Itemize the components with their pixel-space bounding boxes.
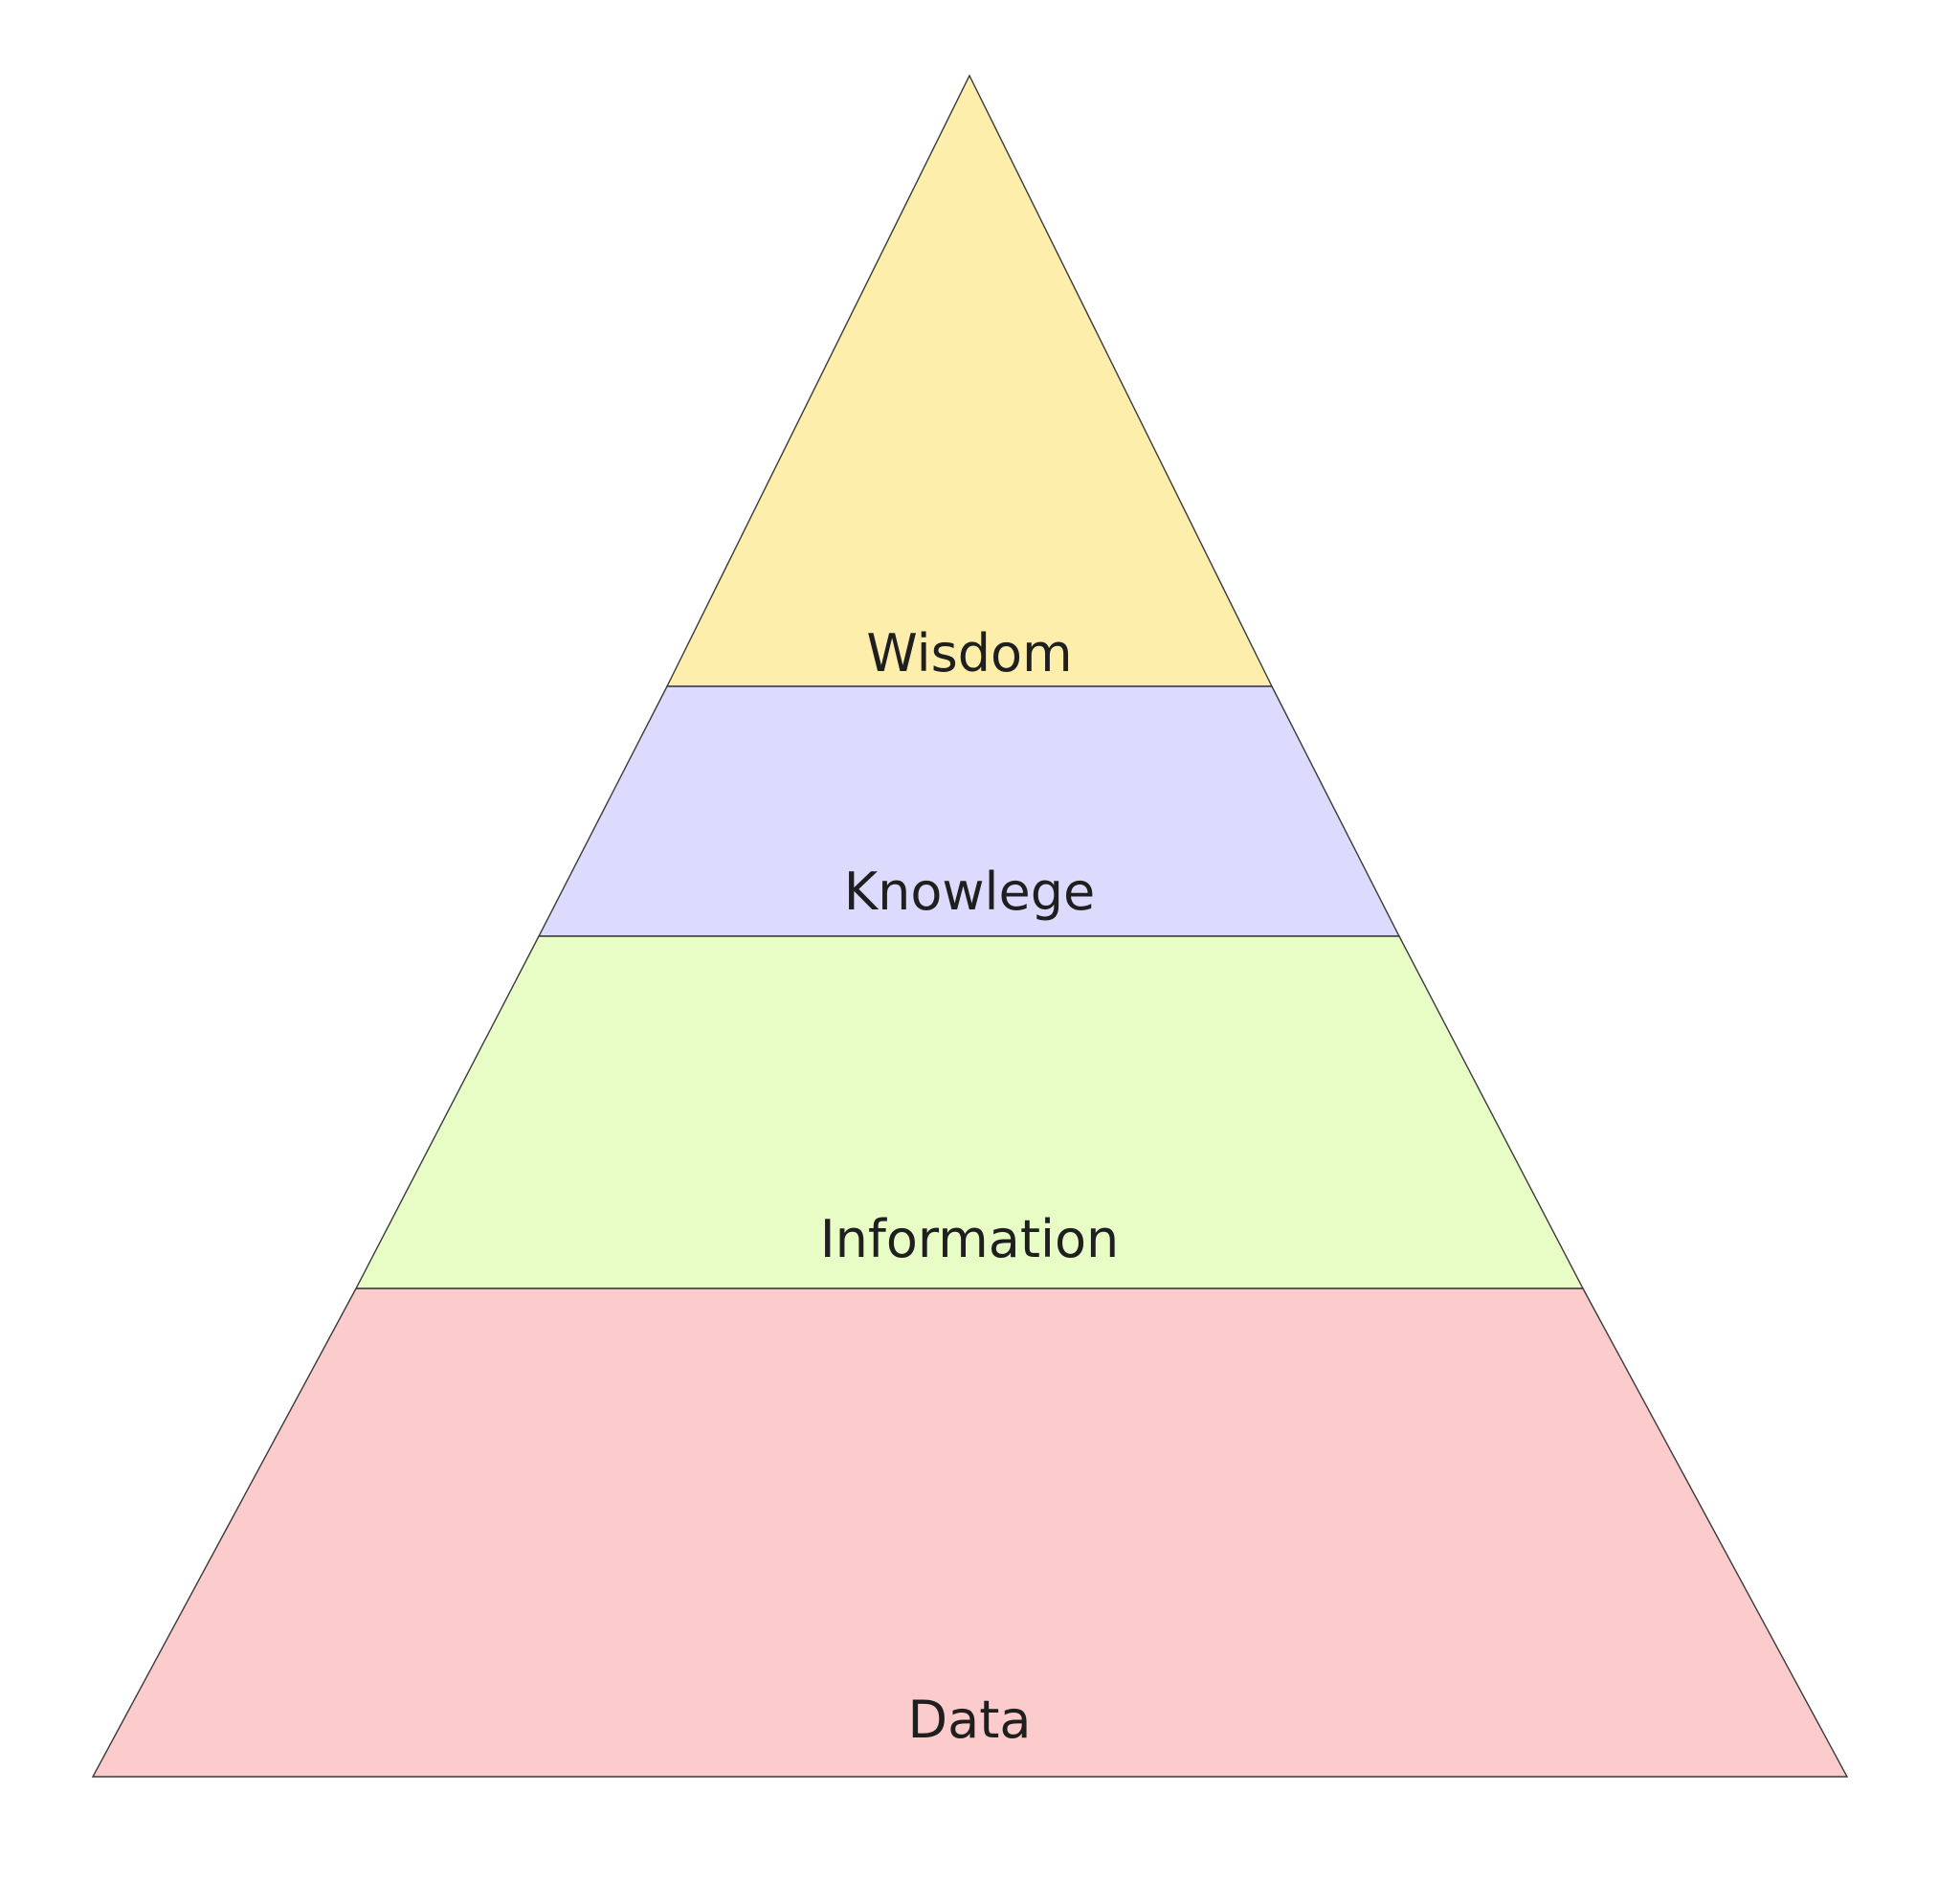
- tier-wisdom: [665, 74, 1274, 687]
- tier-label-wisdom: Wisdom: [866, 623, 1072, 683]
- tier-data: [91, 1288, 1849, 1778]
- tier-label-information: Information: [820, 1209, 1120, 1269]
- tier-label-data: Data: [908, 1690, 1032, 1750]
- tier-label-knowledge: Knowlege: [844, 862, 1096, 922]
